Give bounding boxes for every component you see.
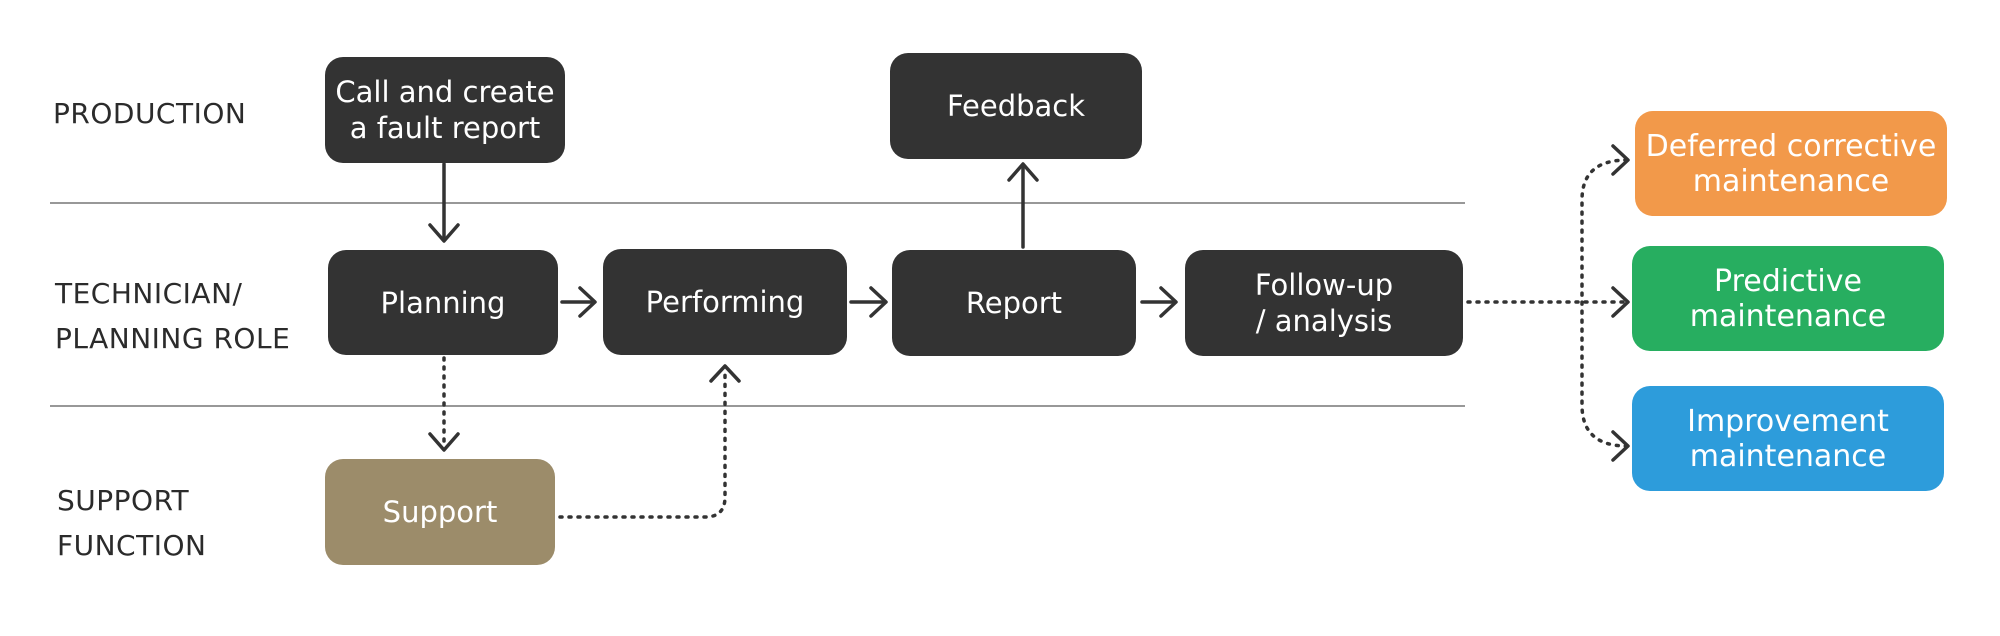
improvement-line-1: Improvement	[1687, 403, 1889, 439]
lane-label-support: SUPPORT FUNCTION	[57, 478, 206, 568]
deferred-line-2: maintenance	[1692, 163, 1890, 199]
improvement-line-2: maintenance	[1689, 438, 1887, 474]
feedback-label: Feedback	[946, 89, 1086, 123]
follow-up-line-1: Follow-up	[1254, 268, 1394, 302]
follow-up-to-outcomes-dotted-arrow-icon	[1466, 144, 1630, 462]
report-label: Report	[965, 286, 1063, 320]
performing-to-report-arrow-icon	[849, 286, 888, 318]
fault-report-line-1: Call and create	[335, 75, 555, 109]
lane-label-support-line-2: FUNCTION	[57, 529, 207, 562]
support-label: Support	[382, 495, 498, 529]
planning-to-support-dotted-arrow-icon	[428, 356, 460, 452]
lane-label-support-line-1: SUPPORT	[57, 484, 190, 517]
lane-label-production-line-1: PRODUCTION	[53, 97, 247, 130]
planning-to-performing-arrow-icon	[560, 286, 597, 318]
performing-node: Performing	[603, 249, 847, 355]
report-to-follow-up-arrow-icon	[1140, 286, 1178, 318]
feedback-node: Feedback	[890, 53, 1142, 159]
follow-up-node: Follow-up / analysis	[1185, 250, 1463, 356]
improvement-maintenance-node: Improvement maintenance	[1632, 386, 1944, 491]
lane-label-production: PRODUCTION	[53, 91, 246, 136]
predictive-line-1: Predictive	[1714, 263, 1862, 299]
performing-label: Performing	[645, 285, 805, 319]
fault-to-planning-arrow-icon	[428, 162, 460, 243]
predictive-line-2: maintenance	[1689, 298, 1887, 334]
planning-label: Planning	[380, 285, 506, 320]
report-to-feedback-arrow-icon	[1007, 162, 1039, 249]
lane-label-technician: TECHNICIAN/ PLANNING ROLE	[55, 271, 290, 361]
planning-node: Planning	[328, 250, 558, 355]
fault-report-node: Call and create a fault report	[325, 57, 565, 163]
deferred-line-1: Deferred corrective	[1645, 128, 1937, 164]
lane-label-technician-line-2: PLANNING ROLE	[55, 322, 291, 355]
lane-label-technician-line-1: TECHNICIAN/	[55, 277, 243, 310]
support-node: Support	[325, 459, 555, 565]
fault-report-line-2: a fault report	[349, 111, 541, 145]
predictive-maintenance-node: Predictive maintenance	[1632, 246, 1944, 351]
deferred-corrective-maintenance-node: Deferred corrective maintenance	[1635, 111, 1947, 216]
follow-up-line-2: / analysis	[1255, 304, 1393, 338]
report-node: Report	[892, 250, 1136, 356]
support-to-performing-dotted-arrow-icon	[558, 364, 741, 519]
